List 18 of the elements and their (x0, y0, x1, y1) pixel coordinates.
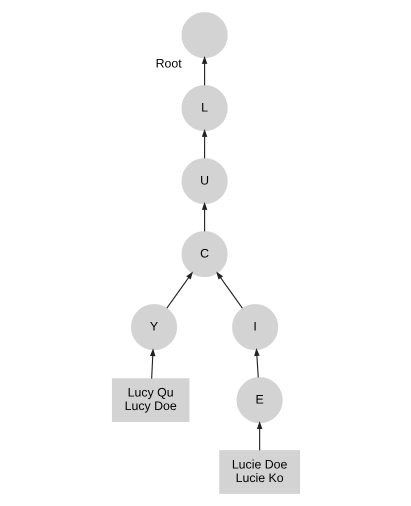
arrow (166, 271, 192, 308)
node-label: Root (155, 56, 182, 70)
node-box: Lucy Qu Lucy Doe (111, 378, 189, 422)
node-circle: U (181, 158, 228, 204)
arrow (201, 129, 207, 158)
node-circle: L (181, 85, 228, 132)
node-circle: C (181, 231, 228, 278)
arrow (149, 348, 155, 379)
arrow (201, 202, 207, 232)
node-box: Lucie Doe Lucie Ko (218, 450, 300, 494)
arrow (216, 271, 242, 308)
node-circle (181, 12, 228, 58)
node-circle: E (236, 377, 282, 424)
arrow (201, 56, 207, 86)
node-circle: I (232, 304, 278, 350)
arrow (256, 421, 262, 450)
arrow (254, 348, 260, 378)
node-circle: Y (130, 304, 177, 350)
